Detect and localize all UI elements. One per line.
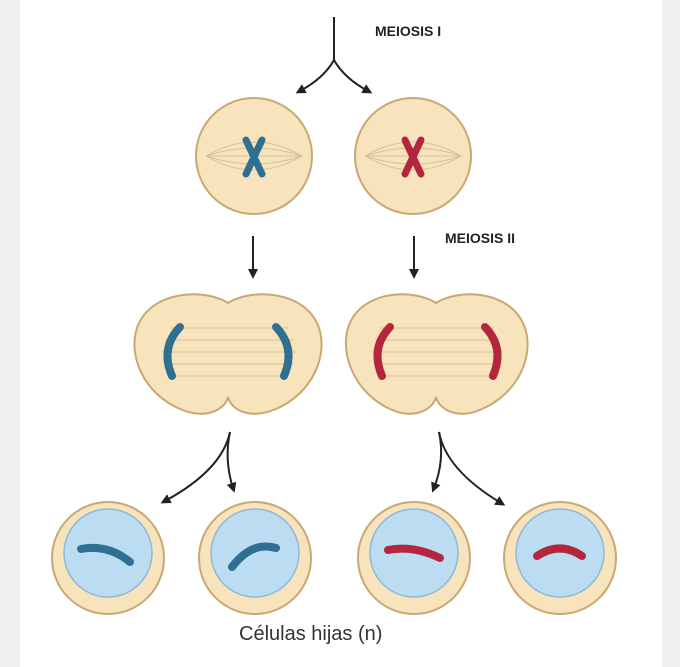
- split-arrow-right: [434, 432, 501, 503]
- cell-meiosis-i-red: [355, 98, 471, 214]
- cell-meiosis-i-blue: [196, 98, 312, 214]
- daughter-cell-4: [504, 502, 616, 614]
- daughter-cell-2: [199, 502, 311, 614]
- meiosis-i-label: MEIOSIS I: [375, 23, 441, 39]
- daughter-cell-1: [52, 502, 164, 614]
- meiosis-ii-label: MEIOSIS II: [445, 230, 515, 246]
- daughter-cell-3: [358, 502, 470, 614]
- dividing-cell-blue: [134, 294, 321, 413]
- meiosis-i-split-arrow: [300, 17, 368, 91]
- dividing-cell-red: [346, 294, 528, 413]
- split-arrow-left: [165, 432, 233, 501]
- daughter-cells-caption: Células hijas (n): [239, 623, 382, 645]
